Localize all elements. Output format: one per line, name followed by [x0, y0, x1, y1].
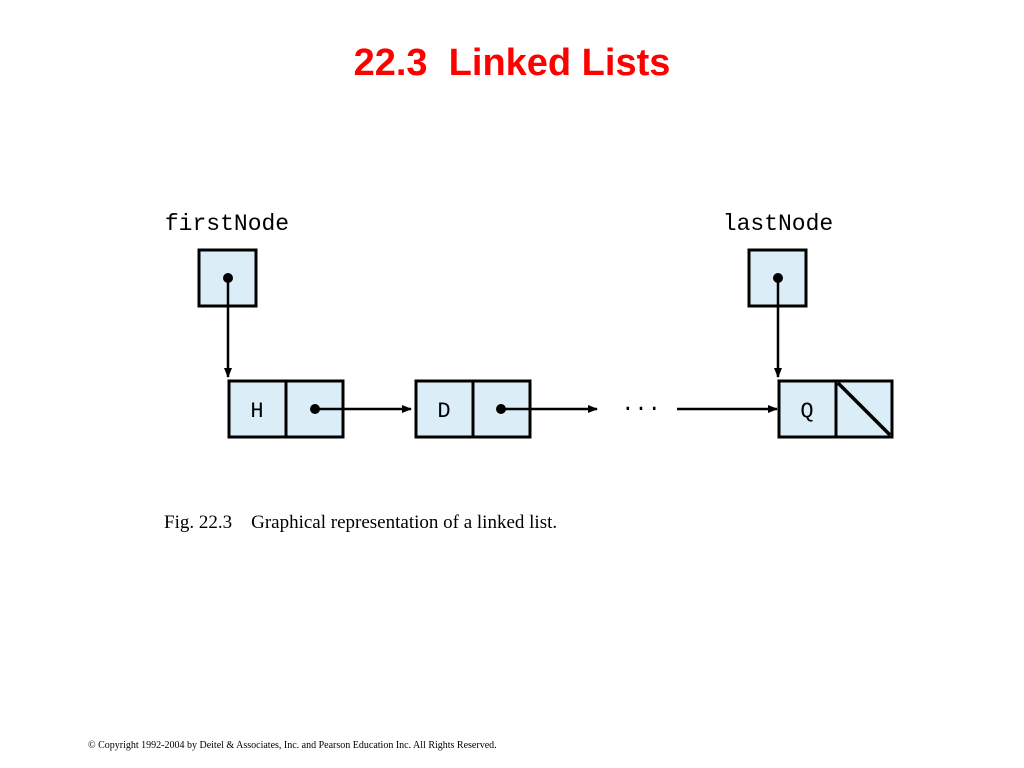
first-node-reference: [197, 248, 258, 378]
last-node-label: lastNode: [723, 211, 833, 237]
node-h-data: H: [250, 399, 263, 424]
null-pointer-slash: [836, 381, 892, 437]
ellipsis: ...: [621, 392, 661, 417]
figure-caption: Fig. 22.3 Graphical representation of a …: [164, 512, 557, 534]
list-node-d: D: [414, 379, 598, 439]
first-node-label: firstNode: [165, 211, 289, 237]
node-q-data-cell: [777, 379, 838, 439]
last-node-reference: [747, 248, 808, 378]
list-node-h: H: [227, 379, 412, 439]
copyright-notice: © Copyright 1992-2004 by Deitel & Associ…: [88, 740, 497, 751]
figure-caption-text: Graphical representation of a linked lis…: [251, 512, 558, 533]
slide-title: 22.3 Linked Lists: [353, 42, 671, 84]
node-q-data: Q: [800, 399, 813, 424]
figure-number: Fig. 22.3: [164, 512, 233, 533]
list-node-q: Q: [777, 379, 894, 439]
node-d-data: D: [437, 399, 450, 424]
node-h-data-cell: [227, 379, 288, 439]
